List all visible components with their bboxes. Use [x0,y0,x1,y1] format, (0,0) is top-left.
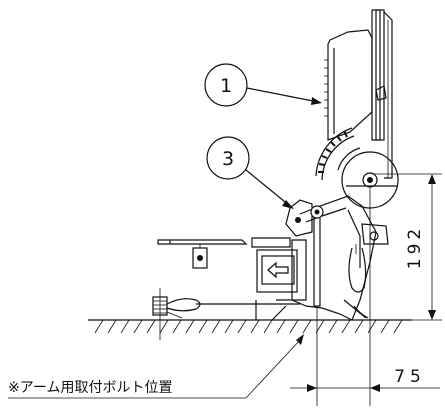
callout-part-3: 3 [206,136,294,209]
dimension-height: 192 [372,173,442,321]
cable-connector [152,288,300,340]
dimension-offset: 75 [290,367,440,392]
bolt-icon [197,255,203,261]
arrow-left-icon [267,261,289,279]
clamp-assembly [343,223,389,319]
callout-label-1: 1 [220,75,232,97]
note-text: ※アーム用取付ボルト位置 [8,380,172,396]
callout-part-1: 1 [204,63,322,107]
offset-value: 75 [394,367,426,387]
ground [88,319,412,334]
bolt-position-note: ※アーム用取付ボルト位置 [8,334,304,399]
left-accessories [152,237,300,340]
callout-label-3: 3 [222,148,234,170]
main-unit [271,9,399,321]
height-value: 192 [405,225,425,269]
